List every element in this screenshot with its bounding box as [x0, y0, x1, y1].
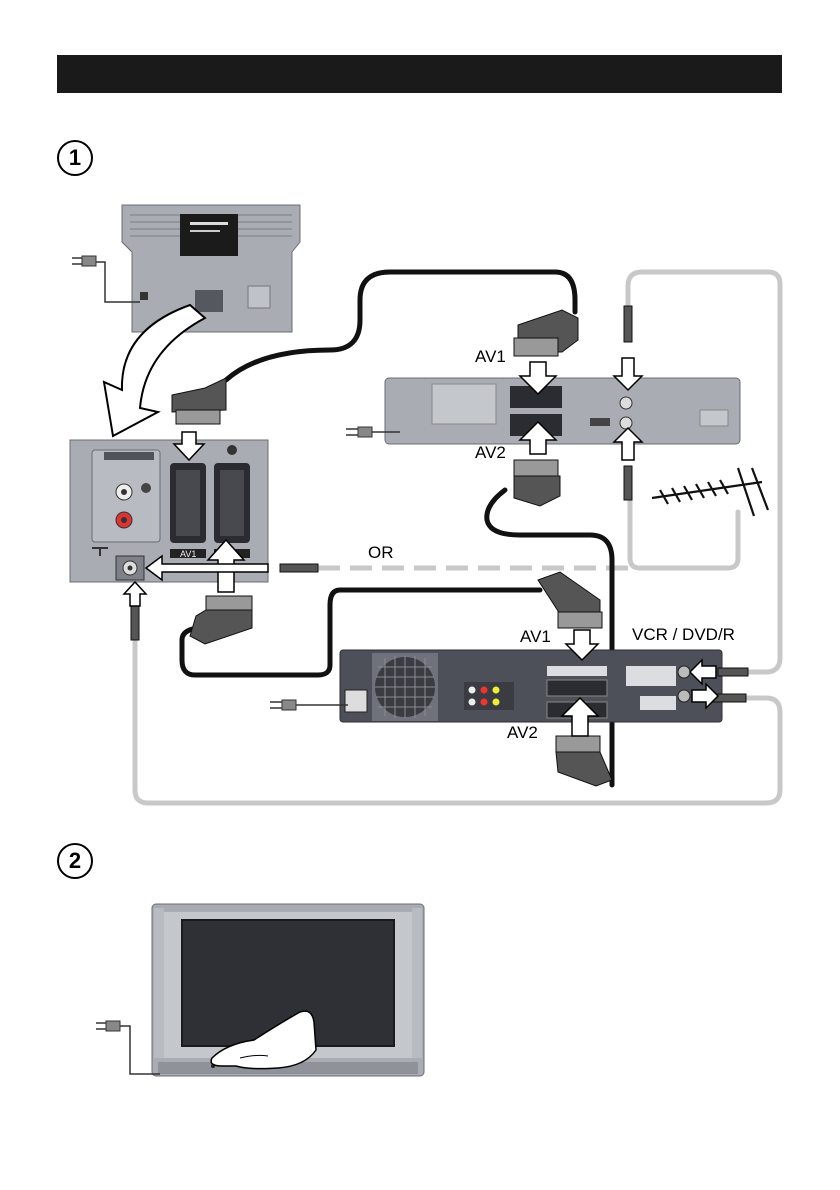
- old-tv-rear: [122, 205, 300, 332]
- scart-plug-tv-av1: [172, 378, 226, 424]
- recorder-name-label: VCR / DVD/R: [632, 625, 735, 644]
- receiver-av1-label: AV1: [475, 347, 506, 366]
- or-label: OR: [368, 543, 394, 562]
- scart-plug-receiver-av1: [514, 310, 578, 356]
- recorder-av1-label: AV1: [520, 627, 551, 646]
- flat-tv-power-plug: [96, 1021, 160, 1074]
- tv-panel-av1-label: AV1: [180, 549, 196, 559]
- vcr-dvd-recorder: [340, 650, 722, 722]
- recorder-av2-label: AV2: [507, 723, 538, 742]
- scart-plug-recorder-av1: [538, 572, 602, 628]
- scart-plug-recorder-av2: [556, 736, 612, 786]
- antenna: [652, 468, 768, 516]
- tv-power-plug: [72, 256, 140, 302]
- scart-plug-tv-av2: [190, 596, 252, 644]
- recorder-power-plug: [270, 700, 348, 710]
- scart-plug-receiver-av2: [514, 460, 560, 506]
- digital-receiver: [385, 378, 740, 444]
- receiver-av2-label: AV2: [475, 443, 506, 462]
